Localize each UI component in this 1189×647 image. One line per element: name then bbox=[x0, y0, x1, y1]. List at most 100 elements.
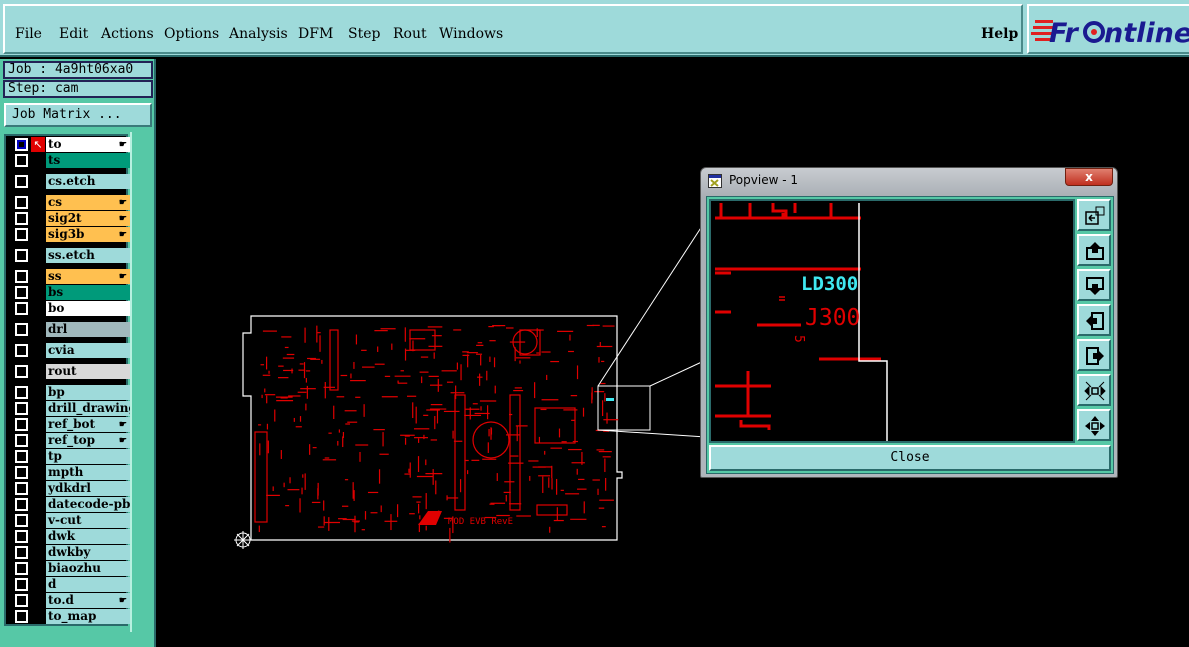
layer-checkbox[interactable] bbox=[15, 466, 28, 479]
layer-checkbox[interactable] bbox=[15, 154, 28, 167]
layer-checkbox[interactable] bbox=[15, 434, 28, 447]
layer-name[interactable]: bp bbox=[46, 385, 130, 400]
menu-analysis[interactable]: Analysis bbox=[229, 26, 288, 42]
layer-name[interactable]: ref_top☛ bbox=[46, 433, 130, 448]
layer-checkbox[interactable] bbox=[15, 286, 28, 299]
layer-row-bs[interactable]: bs bbox=[12, 285, 130, 300]
layer-checkbox[interactable] bbox=[15, 228, 28, 241]
layer-checkbox[interactable] bbox=[15, 175, 28, 188]
layer-row-v-cut[interactable]: v-cut bbox=[12, 513, 130, 528]
layer-checkbox[interactable] bbox=[15, 344, 28, 357]
layer-row-sig3b[interactable]: sig3b☛ bbox=[12, 227, 130, 242]
layer-row-ss[interactable]: ss☛ bbox=[12, 269, 130, 284]
layer-name[interactable]: ref_bot☛ bbox=[46, 417, 130, 432]
layer-row-to[interactable]: ↖to☛ bbox=[12, 137, 130, 152]
layer-name[interactable]: to_map bbox=[46, 609, 130, 624]
layer-row-dwkby[interactable]: dwkby bbox=[12, 545, 130, 560]
layer-checkbox[interactable] bbox=[15, 514, 28, 527]
close-button[interactable]: Close bbox=[709, 445, 1111, 471]
layer-checkbox[interactable] bbox=[15, 530, 28, 543]
pan-up-button[interactable] bbox=[1077, 234, 1111, 266]
layer-checkbox[interactable] bbox=[15, 196, 28, 209]
layer-row-cs[interactable]: cs☛ bbox=[12, 195, 130, 210]
layer-row-to-d[interactable]: to.d☛ bbox=[12, 593, 130, 608]
layer-checkbox[interactable] bbox=[15, 386, 28, 399]
layer-row-bp[interactable]: bp bbox=[12, 385, 130, 400]
layer-checkbox[interactable] bbox=[15, 249, 28, 262]
layer-row-ts[interactable]: ts bbox=[12, 153, 130, 168]
layer-row-bo[interactable]: bo bbox=[12, 301, 130, 316]
layer-checkbox[interactable] bbox=[15, 270, 28, 283]
layer-name[interactable]: tp bbox=[46, 449, 130, 464]
layer-row-rout[interactable]: rout bbox=[12, 364, 130, 379]
layer-row-datecode-pbc[interactable]: datecode-pbc bbox=[12, 497, 130, 512]
layer-name[interactable]: cs.etch bbox=[46, 174, 130, 189]
layer-checkbox[interactable] bbox=[15, 498, 28, 511]
pan-down-button[interactable] bbox=[1077, 269, 1111, 301]
layer-checkbox[interactable] bbox=[15, 302, 28, 315]
layer-name[interactable]: rout bbox=[46, 364, 130, 379]
menu-actions[interactable]: Actions bbox=[101, 26, 154, 42]
layer-checkbox[interactable] bbox=[15, 418, 28, 431]
close-icon[interactable]: x bbox=[1065, 168, 1113, 186]
layer-name[interactable]: sig2t☛ bbox=[46, 211, 130, 226]
popview-canvas[interactable]: LD300 J300 5 bbox=[709, 199, 1075, 443]
menu-windows[interactable]: Windows bbox=[439, 26, 504, 42]
job-matrix-button[interactable]: Job Matrix ... bbox=[4, 103, 152, 127]
menu-options[interactable]: Options bbox=[164, 26, 220, 42]
layer-name[interactable]: biaozhu bbox=[46, 561, 130, 576]
layer-name[interactable]: datecode-pbc bbox=[46, 497, 130, 512]
layer-name[interactable]: drl bbox=[46, 322, 130, 337]
layer-name[interactable]: ss.etch bbox=[46, 248, 130, 263]
layer-row-drill-drawing[interactable]: drill_drawing bbox=[12, 401, 130, 416]
layer-name[interactable]: ydkdrl bbox=[46, 481, 130, 496]
layer-name[interactable]: ss☛ bbox=[46, 269, 130, 284]
layer-row-to-map[interactable]: to_map bbox=[12, 609, 130, 624]
layer-row-drl[interactable]: drl bbox=[12, 322, 130, 337]
layer-checkbox[interactable] bbox=[15, 450, 28, 463]
layer-row-ydkdrl[interactable]: ydkdrl bbox=[12, 481, 130, 496]
layer-name[interactable]: drill_drawing bbox=[46, 401, 130, 416]
layer-checkbox[interactable] bbox=[15, 546, 28, 559]
menu-step[interactable]: Step bbox=[348, 26, 381, 42]
layer-name[interactable]: bo bbox=[46, 301, 130, 316]
layer-checkbox[interactable] bbox=[15, 482, 28, 495]
layer-scrollbar[interactable] bbox=[130, 132, 154, 632]
layer-name[interactable]: sig3b☛ bbox=[46, 227, 130, 242]
layer-checkbox[interactable] bbox=[15, 402, 28, 415]
layer-row-tp[interactable]: tp bbox=[12, 449, 130, 464]
menu-help[interactable]: Help bbox=[981, 26, 1019, 42]
layer-checkbox[interactable] bbox=[15, 594, 28, 607]
layer-row-ref-top[interactable]: ref_top☛ bbox=[12, 433, 130, 448]
layer-name[interactable]: cvia bbox=[46, 343, 130, 358]
layer-name[interactable]: mpth bbox=[46, 465, 130, 480]
layer-name[interactable]: d bbox=[46, 577, 130, 592]
menu-file[interactable]: File bbox=[15, 26, 42, 42]
layer-checkbox[interactable] bbox=[15, 610, 28, 623]
layer-name[interactable]: v-cut bbox=[46, 513, 130, 528]
layer-row-sig2t[interactable]: sig2t☛ bbox=[12, 211, 130, 226]
layer-checkbox[interactable] bbox=[15, 578, 28, 591]
layer-row-cs-etch[interactable]: cs.etch bbox=[12, 174, 130, 189]
pan-right-button[interactable] bbox=[1077, 339, 1111, 371]
layer-checkbox[interactable] bbox=[15, 365, 28, 378]
pan-left-button[interactable] bbox=[1077, 304, 1111, 336]
layer-name[interactable]: ts bbox=[46, 153, 130, 168]
layer-row-ss-etch[interactable]: ss.etch bbox=[12, 248, 130, 263]
layer-checkbox[interactable] bbox=[15, 323, 28, 336]
layer-name[interactable]: bs bbox=[46, 285, 130, 300]
layer-name[interactable]: cs☛ bbox=[46, 195, 130, 210]
zoom-out-button[interactable] bbox=[1077, 374, 1111, 406]
layer-name[interactable]: dwkby bbox=[46, 545, 130, 560]
layer-row-ref-bot[interactable]: ref_bot☛ bbox=[12, 417, 130, 432]
layer-row-biaozhu[interactable]: biaozhu bbox=[12, 561, 130, 576]
layer-name[interactable]: dwk bbox=[46, 529, 130, 544]
layer-name[interactable]: to☛ bbox=[46, 137, 130, 152]
zoom-home-button[interactable] bbox=[1077, 409, 1111, 441]
layer-row-cvia[interactable]: cvia bbox=[12, 343, 130, 358]
layer-checkbox[interactable] bbox=[15, 562, 28, 575]
zoom-window-button[interactable] bbox=[1077, 199, 1111, 231]
layer-row-dwk[interactable]: dwk bbox=[12, 529, 130, 544]
menu-rout[interactable]: Rout bbox=[393, 26, 427, 42]
